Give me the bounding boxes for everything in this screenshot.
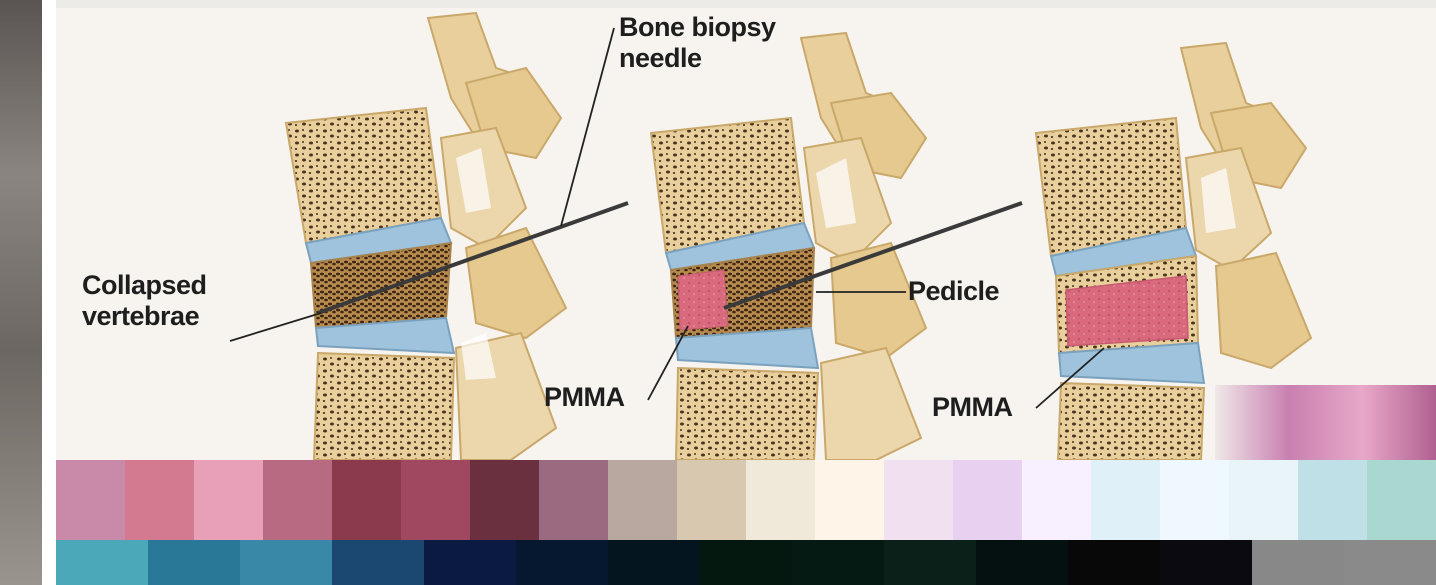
spine-1 (286, 13, 566, 460)
spine-2 (651, 33, 926, 460)
needle-label-line2: needle (619, 43, 776, 74)
collapsed-label-line1: Collapsed (82, 270, 207, 301)
collapsed-vertebrae-label: Collapsed vertebrae (82, 270, 207, 332)
artifact-band-1 (56, 460, 1436, 540)
gap (42, 0, 56, 585)
collapsed-label-line2: vertebrae (82, 301, 207, 332)
pmma-label-left: PMMA (544, 382, 625, 413)
needle-label-line1: Bone biopsy (619, 12, 776, 43)
left-photo-strip (0, 0, 42, 585)
artifact-band-2 (56, 540, 1436, 585)
pedicle-label: Pedicle (908, 276, 999, 307)
artifact-block-right (1215, 385, 1436, 460)
bone-biopsy-needle-label: Bone biopsy needle (619, 12, 776, 74)
pmma-label-right: PMMA (932, 392, 1013, 423)
top-band (56, 0, 1436, 8)
